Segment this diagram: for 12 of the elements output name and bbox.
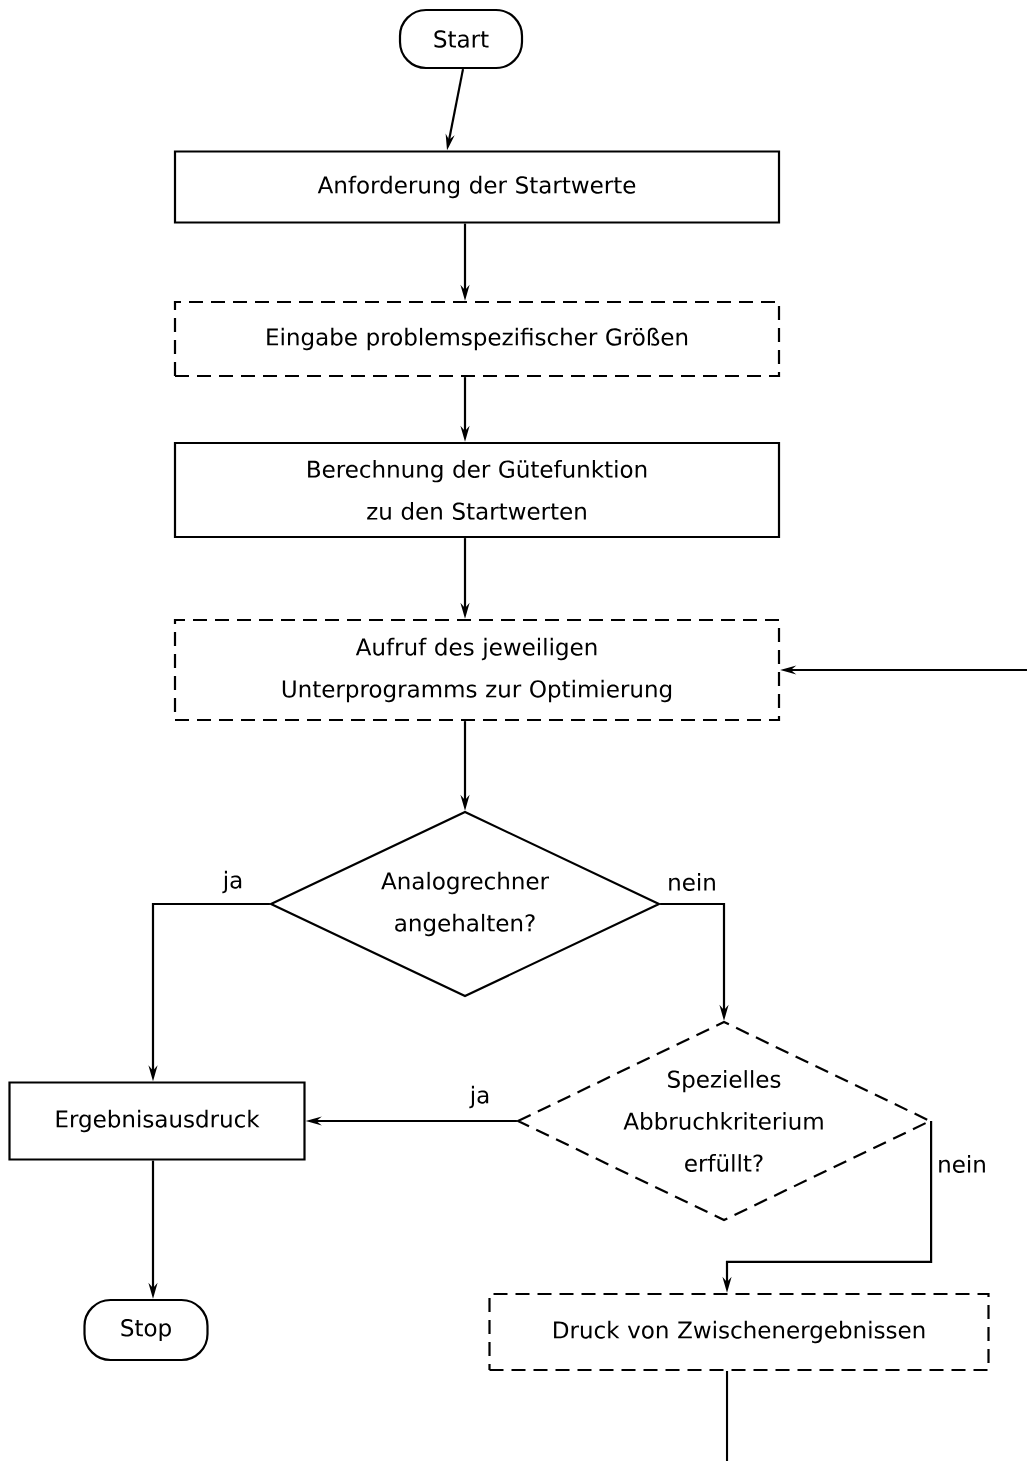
process-box: Berechnung der Gütefunktion zu den Startwerten (173, 441, 781, 539)
output-box: Ergebnisausdruck (8, 1081, 306, 1161)
edge-label: nein (939, 1155, 985, 1173)
input-box: Eingabe problemspezifischer Größen (173, 300, 781, 378)
edge-label: ja (469, 1085, 489, 1109)
terminal-box: Stop (83, 1298, 209, 1362)
subroutine-box: Aufruf des jeweiligen Unterprogramms zur Optimierung (173, 618, 781, 722)
output-box: Druck von Zwischenergebnissen (488, 1292, 990, 1372)
process-box: Anforderung der Startwerte (173, 150, 781, 224)
edge-label: nein (669, 873, 715, 891)
terminal-box: Start (398, 8, 524, 70)
edge-label: ja (222, 870, 242, 894)
